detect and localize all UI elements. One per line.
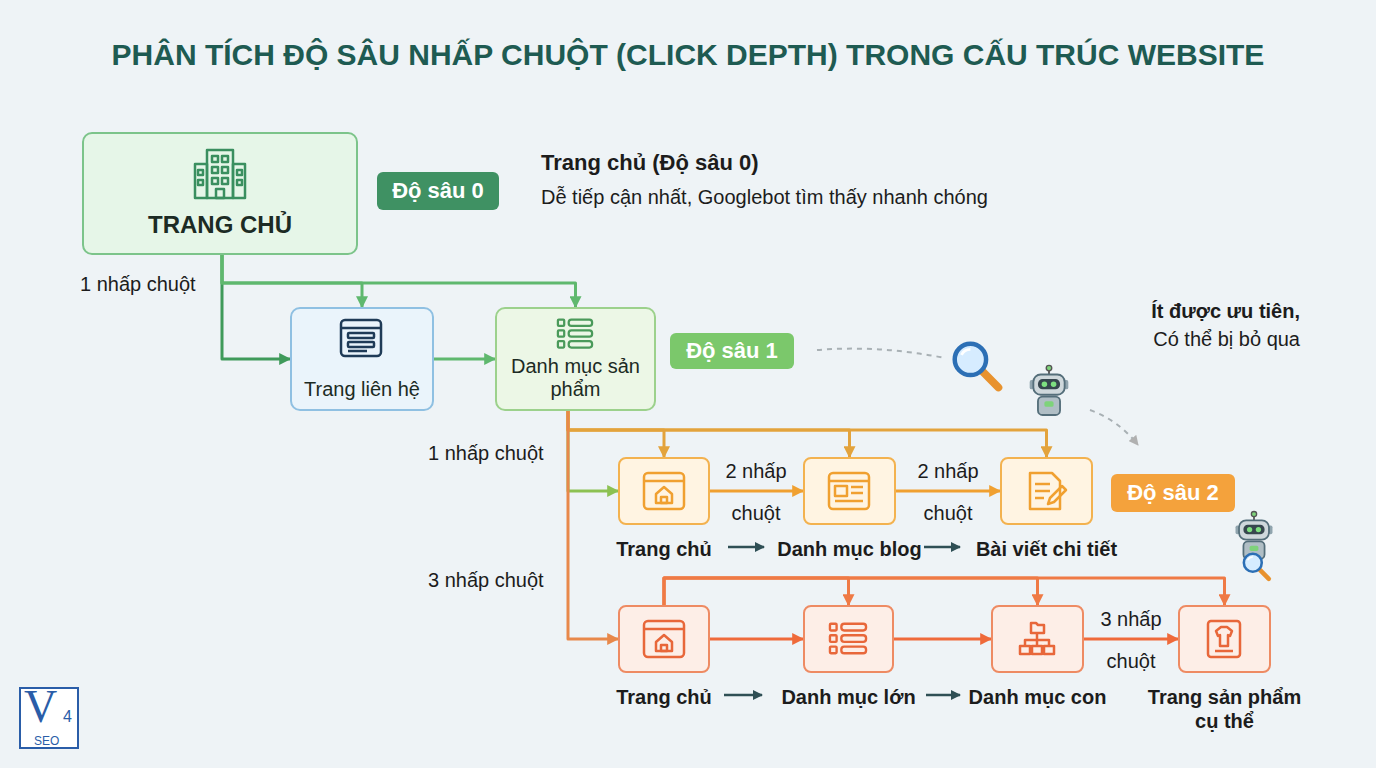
click-count-label: 3 nhấp chuột [1100, 608, 1161, 672]
click-count-label: 1 nhấp chuột [428, 442, 544, 464]
connector-arrow [664, 578, 849, 605]
connector-arrow [896, 490, 1000, 493]
label-holder: 4 [63, 708, 72, 726]
node-label: Trang liên hệ [304, 378, 420, 401]
node-caption: Bài viết chi tiết [976, 538, 1117, 560]
node-label: Danh mục sản phẩm [497, 355, 654, 401]
magnifier-icon [1244, 554, 1269, 579]
label-holder: Trang chủ (Độ sâu 0) [541, 150, 759, 176]
connector-arrow [568, 411, 850, 457]
node-caption: Danh mục blog [777, 538, 921, 560]
page-box: Trang chủ [618, 457, 710, 525]
depth-label: Độ sâu 1 [686, 338, 778, 364]
page-box: Bài viết chi tiết [1000, 457, 1093, 525]
connector-arrow [222, 255, 576, 307]
connector-arrow [568, 411, 664, 457]
connector-arrow [1084, 638, 1178, 641]
magnifier-icon [955, 344, 999, 388]
dashed-arrow [1090, 410, 1138, 445]
depth-badge: Độ sâu 0 [377, 172, 499, 210]
list-icon [558, 320, 592, 348]
edge-label-holder: 3 nhấp chuột [428, 568, 544, 594]
node-caption: Danh mục lớn [781, 686, 915, 708]
connector-arrow [710, 490, 803, 493]
page-box: Danh mục sản phẩm [495, 307, 656, 411]
sequence-arrows [724, 547, 960, 695]
page-box: Danh mục lớn [803, 605, 894, 673]
connector-arrow [222, 255, 362, 307]
page-box: Danh mục con [991, 605, 1084, 673]
logo-text: SEO [34, 734, 59, 748]
edge-label-holder: 2 nhấp chuột [716, 451, 796, 535]
depth-label: Độ sâu 0 [392, 178, 484, 204]
node-caption-holder: Danh mục lớn [759, 685, 939, 709]
depth-label: Độ sâu 2 [1127, 480, 1219, 506]
node-title: TRANG CHỦ [148, 211, 292, 239]
node-caption-holder: Trang chủ [574, 685, 754, 709]
row2-icons [644, 473, 1066, 509]
note-heading: Trang chủ (Độ sâu 0) [541, 150, 759, 175]
label-holder: Ít được ưu tiên, [1040, 300, 1300, 323]
note-heading: Ít được ưu tiên, [1151, 300, 1300, 322]
robot-icon [1236, 511, 1273, 559]
connector-arrow [568, 411, 618, 491]
node-caption-holder: Trang chủ [574, 537, 754, 561]
building-icon [195, 150, 245, 198]
robot-icon [1030, 365, 1069, 415]
page-box: Trang sản phẩm cụ thể [1178, 605, 1271, 673]
connector-arrow [664, 578, 1038, 605]
node-caption: Trang chủ [616, 538, 712, 560]
click-count-label: 2 nhấp chuột [917, 460, 978, 524]
connector-arrow [568, 411, 618, 639]
connector-arrow [434, 358, 495, 361]
page-box: Trang chủ [618, 605, 710, 673]
node-caption: Trang sản phẩm cụ thể [1148, 686, 1301, 732]
page-box: Trang liên hệ [290, 307, 434, 411]
dashed-leader [817, 349, 945, 358]
logo-number: 4 [63, 708, 72, 725]
connector-arrow [664, 578, 1225, 605]
label-holder: SEO [34, 731, 59, 749]
logo-letter: V [24, 681, 57, 732]
note-text: Có thể bị bỏ qua [1153, 328, 1300, 350]
click-count-label: 3 nhấp chuột [428, 569, 544, 591]
connector-arrow [222, 255, 290, 359]
page-box: Danh mục blog [803, 457, 896, 525]
connector-arrow [710, 638, 803, 641]
node-caption-holder: Danh mục blog [760, 537, 940, 561]
label-holder: V [24, 684, 57, 730]
edge-label-holder: 1 nhấp chuột [80, 272, 196, 298]
node-caption-holder: Danh mục con [948, 685, 1128, 709]
label-holder: Có thể bị bỏ qua [1040, 328, 1300, 351]
click-count-label: 1 nhấp chuột [80, 273, 196, 295]
click-count-label: 2 nhấp chuột [725, 460, 786, 524]
node-caption-holder: Bài viết chi tiết [957, 537, 1137, 561]
depth-badge: Độ sâu 1 [670, 333, 794, 369]
node-caption: Trang chủ [616, 686, 712, 708]
connector-arrow [894, 638, 991, 641]
depth-badge: Độ sâu 2 [1111, 474, 1235, 512]
edge-label-holder: 2 nhấp chuột [908, 451, 988, 535]
note-text: Dễ tiếp cận nhất, Googlebot tìm thấy nha… [541, 186, 988, 208]
edge-label-holder: 1 nhấp chuột [428, 441, 544, 467]
title-row: PHÂN TÍCH ĐỘ SÂU NHẤP CHUỘT (CLICK DEPTH… [0, 38, 1376, 72]
label-holder: Dễ tiếp cận nhất, Googlebot tìm thấy nha… [541, 186, 988, 209]
node-caption: Danh mục con [969, 686, 1107, 708]
edge-label-holder: 3 nhấp chuột [1091, 599, 1171, 683]
home-box: TRANG CHỦ [82, 132, 358, 255]
page-icon [341, 320, 381, 356]
diagram-title: PHÂN TÍCH ĐỘ SÂU NHẤP CHUỘT (CLICK DEPTH… [112, 38, 1265, 71]
node-caption-holder: Trang sản phẩm cụ thể [1135, 685, 1315, 733]
connector-arrow [568, 411, 1047, 457]
